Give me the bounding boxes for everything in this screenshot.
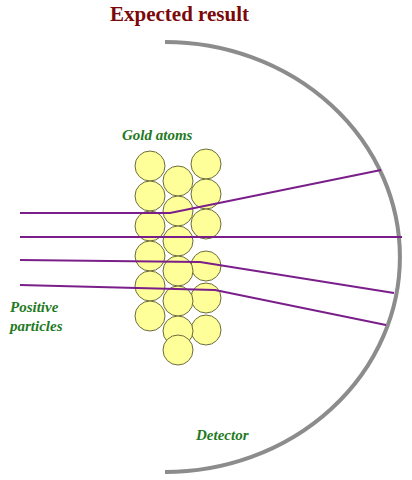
material-label: Gold atoms [122,126,232,145]
detector-label: Detector [196,426,286,445]
particle-paths [20,170,402,325]
particle-label: Positive particles [10,298,90,336]
diagram-title: Expected result [110,2,249,27]
detector-arc [165,42,400,472]
gold-atom-cluster [135,149,221,365]
